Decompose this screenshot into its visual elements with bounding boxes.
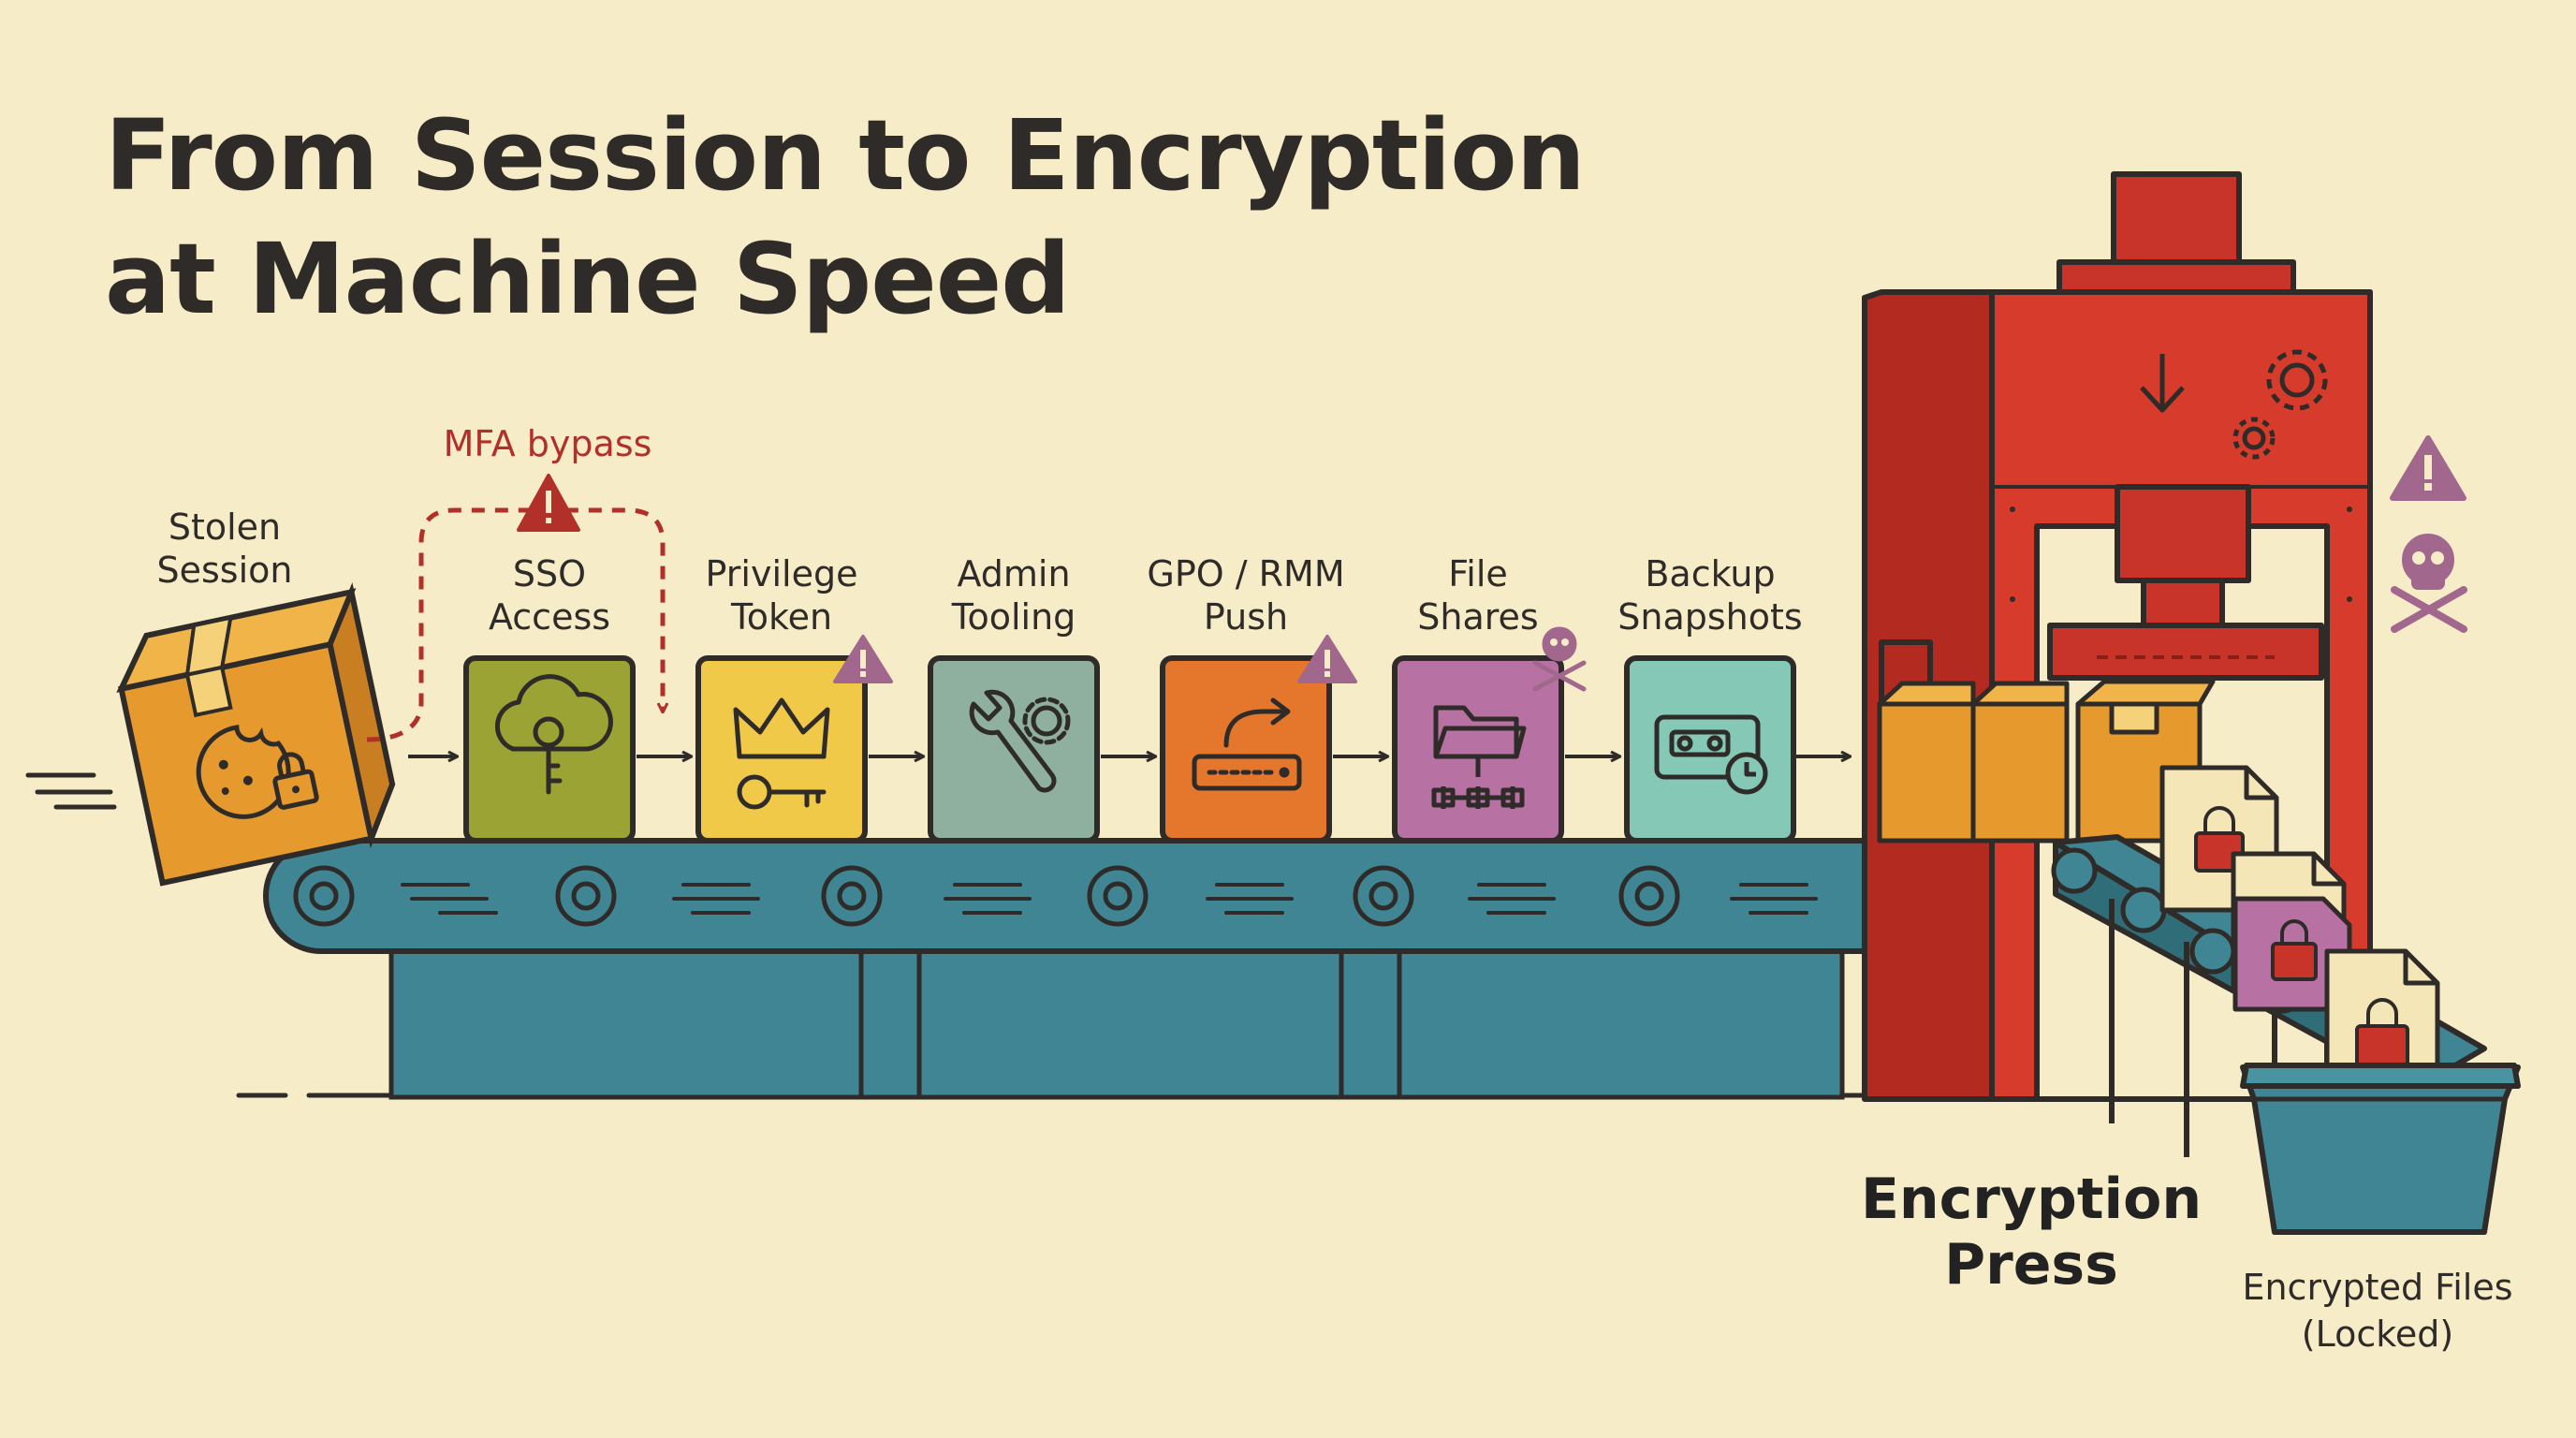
backup-snapshots-label: Backup Snapshots [1617, 553, 1803, 638]
router-push-icon [1192, 697, 1302, 791]
crown-key-icon [733, 697, 830, 810]
encrypted-files-label: Encrypted Files (Locked) [2242, 1267, 2513, 1355]
privilege-token-label: Privilege Token [705, 553, 858, 638]
encryption-press-label: Encryption Press [1860, 1167, 2203, 1298]
conveyor-base [388, 948, 1845, 1100]
push-warning-icon [1297, 635, 1357, 683]
conveyor-belt [263, 838, 1972, 954]
gpo-rmm-push-label: GPO / RMM Push [1147, 553, 1345, 638]
output-bin [2240, 1063, 2521, 1235]
cloud-key-icon [494, 674, 613, 795]
stage-admin-tooling [928, 655, 1100, 844]
stage-gpo-rmm-push [1160, 635, 1357, 844]
admin-tooling-label: Admin Tooling [951, 553, 1076, 638]
stage-sso-access [463, 655, 636, 844]
encrypted-files [2159, 765, 2440, 1098]
file-shares-skull-icon [1532, 626, 1587, 692]
mfa-bypass-label: MFA bypass [443, 423, 652, 464]
press-warning-icon [2390, 435, 2466, 501]
press-skull-icon [2391, 534, 2467, 633]
press-down-arrow-icon [2140, 354, 2185, 413]
diagram-title: From Session to Encryption at Machine Sp… [105, 94, 1586, 341]
tape-clock-icon [1654, 714, 1768, 795]
folder-network-icon [1431, 705, 1527, 809]
title-line-1: From Session to Encryption [105, 98, 1586, 213]
cookie-lock-icon [196, 725, 319, 819]
mfa-warning-icon [517, 474, 580, 532]
mfa-bypass-path [366, 474, 663, 742]
file-lock-icon [2271, 919, 2318, 981]
sso-access-label: SSO Access [488, 553, 611, 638]
file-shares-label: File Shares [1417, 553, 1539, 638]
stage-privilege-token [695, 635, 893, 844]
stage-backup-snapshots [1624, 655, 1796, 844]
stage-file-shares [1392, 626, 1587, 844]
stolen-session-box [116, 582, 396, 887]
press-gear-icon [2232, 349, 2328, 460]
wrench-gear-icon [969, 689, 1071, 793]
privilege-warning-icon [833, 635, 893, 683]
stolen-session-label: Stolen Session [156, 506, 293, 591]
press-input-packages [1877, 679, 2216, 844]
title-line-2: at Machine Speed [105, 222, 1071, 336]
